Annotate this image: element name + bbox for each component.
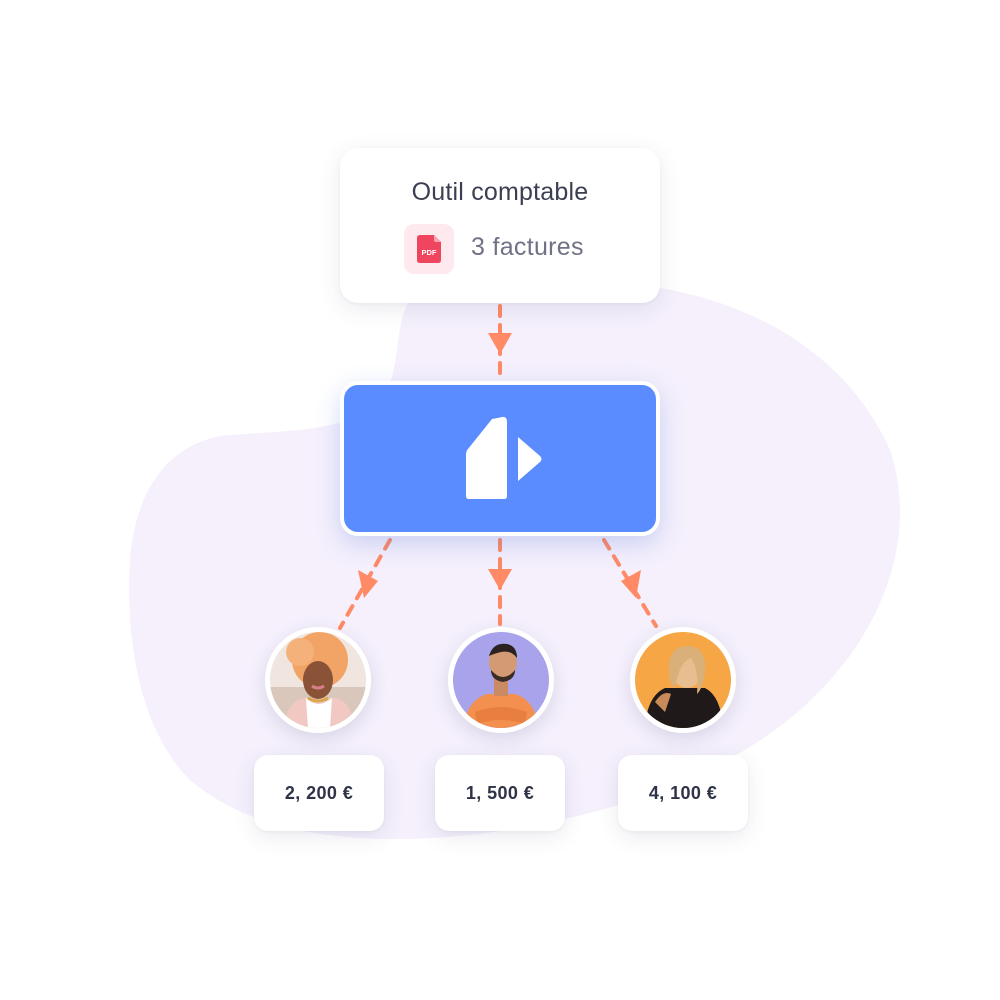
brand-logo-icon [466,416,542,499]
amount-person-3: 4, 100 € [618,755,748,831]
pdf-file-icon: PDF [404,224,454,274]
arrow-hub-to-person-3 [602,538,658,628]
payment-hub [340,381,660,536]
arrowhead-person-1 [358,570,378,598]
amount-person-1: 2, 200 € [254,755,384,831]
pdf-badge-label: PDF [422,248,437,257]
arrowhead-person-2 [488,569,512,590]
avatar-person-1 [265,627,371,733]
avatar-person-3 [630,627,736,733]
amount-person-2: 1, 500 € [435,755,565,831]
avatar-person-2 [448,627,554,733]
arrowhead-hub [488,333,512,354]
accounting-tool-title: Outil comptable [411,178,589,206]
arrowhead-person-3 [621,570,641,598]
invoice-count: 3 factures [471,233,584,261]
arrow-hub-to-person-1 [338,538,392,630]
accounting-tool-card: Outil comptable PDF 3 factures [340,148,660,303]
